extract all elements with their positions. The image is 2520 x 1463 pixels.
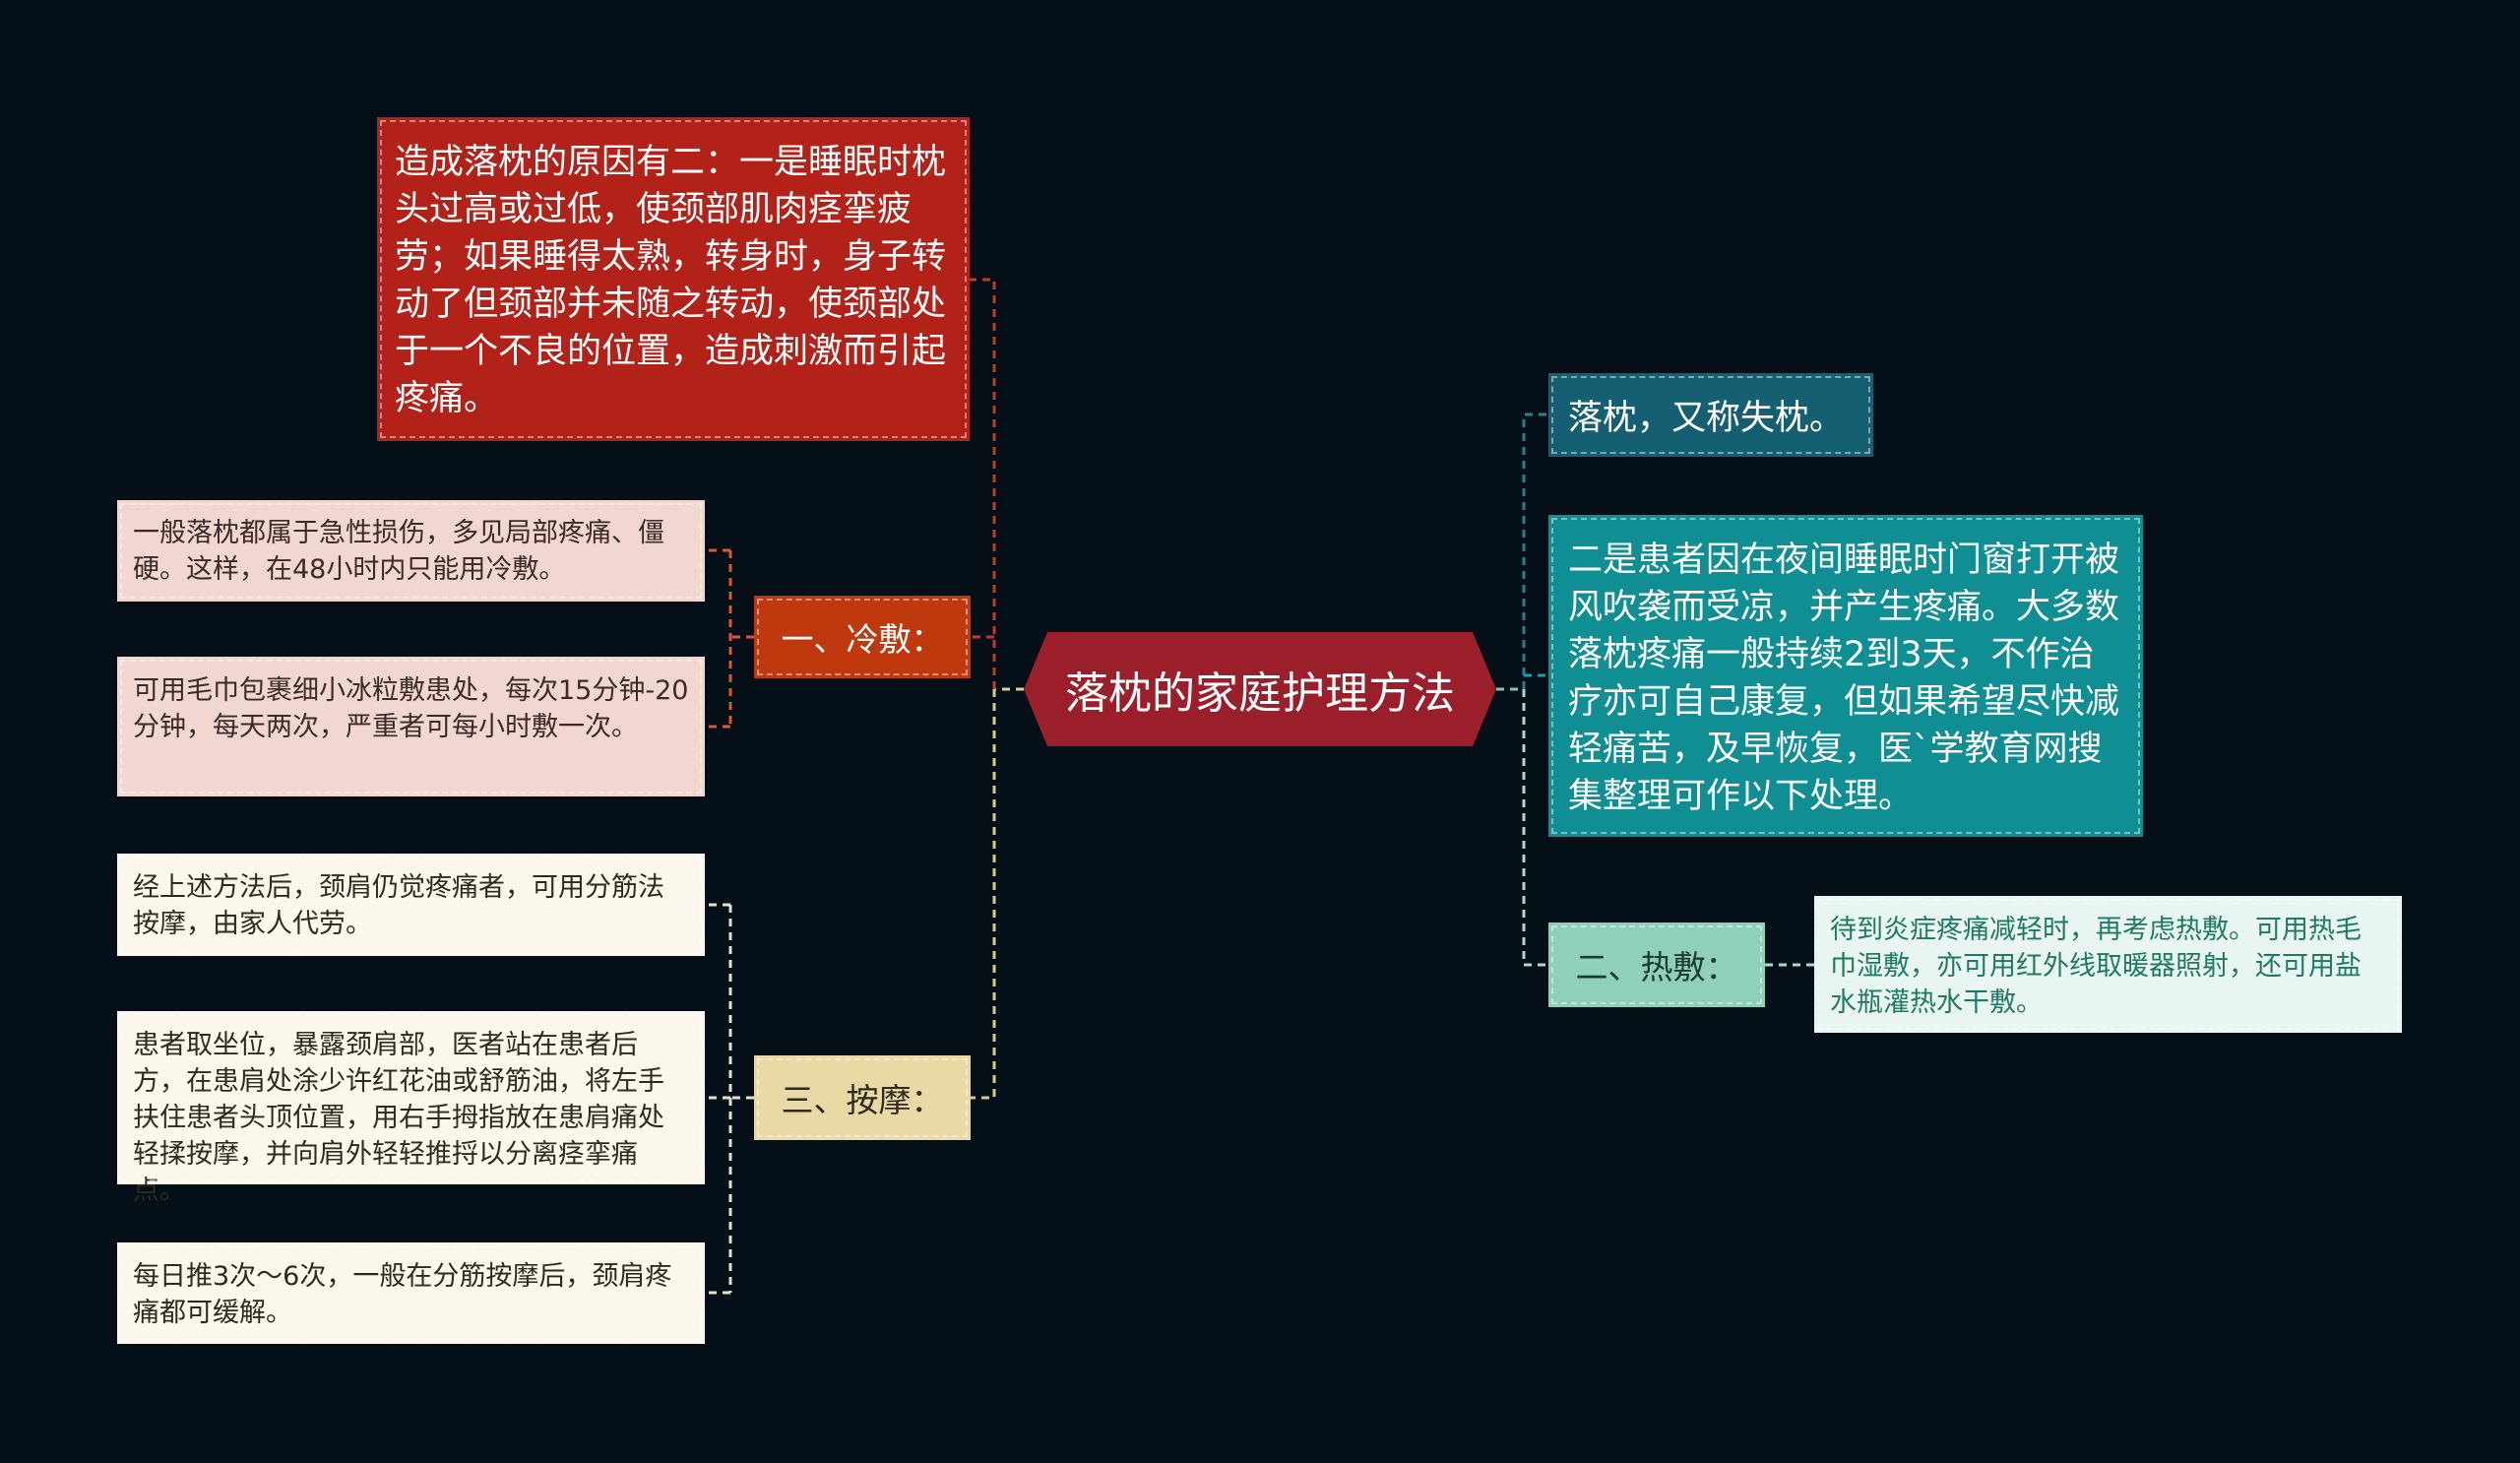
cold-compress-item-1-text: 一般落枕都属于急性损伤，多见局部疼痛、僵硬。这样，在48小时内只能用冷敷。 — [133, 518, 664, 585]
hot-compress-branch[interactable]: 二、热敷： — [1548, 922, 1765, 1007]
massage-item-3-text: 每日推3次～6次，一般在分筋按摩后，颈肩疼痛都可缓解。 — [133, 1261, 672, 1328]
cold-compress-item-1[interactable]: 一般落枕都属于急性损伤，多见局部疼痛、僵硬。这样，在48小时内只能用冷敷。 — [117, 500, 705, 602]
massage-item-3[interactable]: 每日推3次～6次，一般在分筋按摩后，颈肩疼痛都可缓解。 — [117, 1242, 705, 1344]
connector-right-trunk-bottom — [1522, 689, 1548, 967]
second-cause-node[interactable]: 二是患者因在夜间睡眠时门窗打开被风吹袭而受凉，并产生疼痛。大多数落枕疼痛一般持续… — [1548, 515, 2143, 837]
alias-node[interactable]: 落枕，又称失枕。 — [1548, 373, 1873, 457]
cold-compress-item-2-text: 可用毛巾包裹细小冰粒敷患处，每次15分钟-20分钟，每天两次，严重者可每小时敷一… — [133, 675, 689, 742]
root-topic[interactable]: 落枕的家庭护理方法 — [1024, 632, 1496, 746]
massage-item-1-text: 经上述方法后，颈肩仍觉疼痛者，可用分筋法按摩，由家人代劳。 — [133, 872, 664, 939]
second-cause-text: 二是患者因在夜间睡眠时门窗打开被风吹袭而受凉，并产生疼痛。大多数落枕疼痛一般持续… — [1568, 541, 2120, 816]
massage-item-1[interactable]: 经上述方法后，颈肩仍觉疼痛者，可用分筋法按摩，由家人代劳。 — [117, 854, 705, 956]
hot-compress-item-1[interactable]: 待到炎症疼痛减轻时，再考虑热敷。可用热毛巾湿敷，亦可用红外线取暖器照射，还可用盐… — [1814, 896, 2402, 1033]
cold-compress-branch[interactable]: 一、冷敷： — [754, 596, 971, 678]
root-topic-label: 落枕的家庭护理方法 — [1065, 668, 1455, 719]
massage-label: 三、按摩： — [781, 1081, 944, 1119]
connector-left-trunk-top — [970, 278, 996, 689]
massage-item-2[interactable]: 患者取坐位，暴露颈肩部，医者站在患者后方，在患肩处涂少许红花油或舒筋油，将左手扶… — [117, 1011, 705, 1206]
hot-compress-label: 二、热敷： — [1575, 948, 1738, 986]
cause-text: 造成落枕的原因有二：一是睡眠时枕头过高或过低，使颈部肌肉痉挛疲劳；如果睡得太熟，… — [395, 143, 947, 418]
hot-compress-item-1-text: 待到炎症疼痛减轻时，再考虑热敷。可用热毛巾湿敷，亦可用红外线取暖器照射，还可用盐… — [1830, 915, 2362, 1018]
connector-left-trunk-bottom — [971, 689, 996, 1100]
cold-compress-label: 一、冷敷： — [781, 620, 944, 659]
connector-right-trunk-top — [1522, 413, 1548, 689]
connector-massage-leaves — [705, 903, 754, 1295]
cold-compress-item-2[interactable]: 可用毛巾包裹细小冰粒敷患处，每次15分钟-20分钟，每天两次，严重者可每小时敷一… — [117, 657, 705, 796]
cause-node[interactable]: 造成落枕的原因有二：一是睡眠时枕头过高或过低，使颈部肌肉痉挛疲劳；如果睡得太熟，… — [377, 117, 970, 441]
connector-cold-leaves — [705, 548, 754, 729]
alias-text: 落枕，又称失枕。 — [1568, 399, 1845, 438]
massage-item-2-text: 患者取坐位，暴露颈肩部，医者站在患者后方，在患肩处涂少许红花油或舒筋油，将左手扶… — [133, 1030, 664, 1206]
massage-branch[interactable]: 三、按摩： — [754, 1055, 971, 1140]
